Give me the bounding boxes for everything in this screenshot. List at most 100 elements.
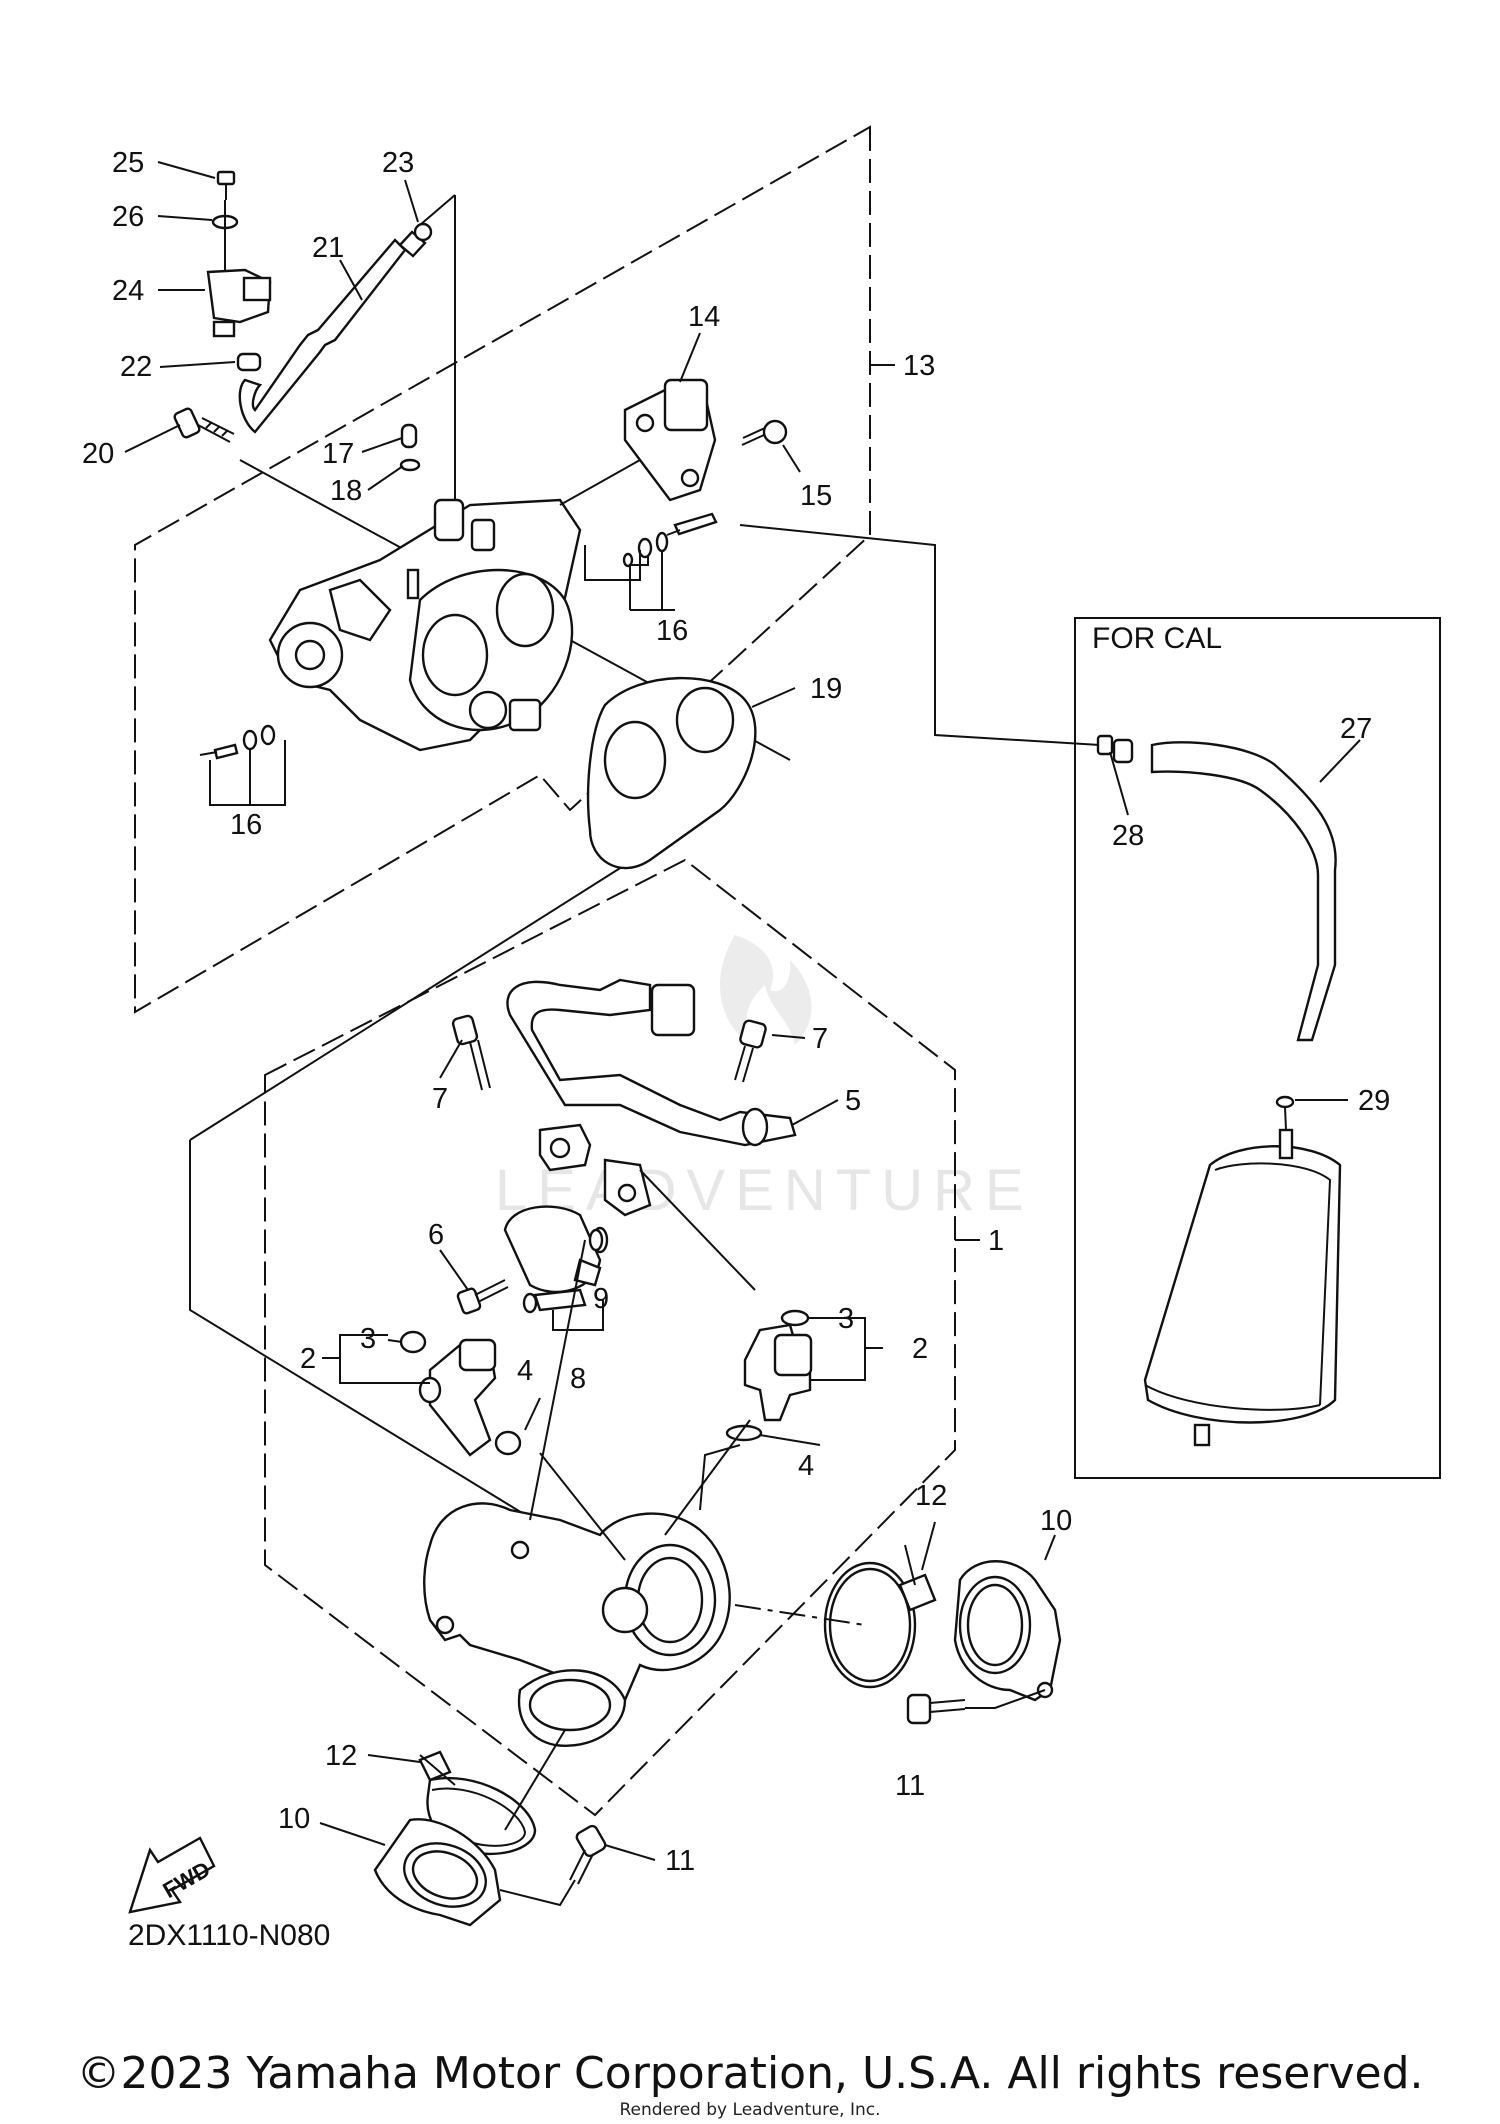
part-8-hose[interactable]: [522, 1288, 604, 1331]
part-7-left-bolt[interactable]: [451, 1014, 491, 1091]
callout-10-right[interactable]: 10: [1040, 1505, 1072, 1537]
callout-6[interactable]: 6: [428, 1219, 444, 1251]
copyright-notice: ©2023 Yamaha Motor Corporation, U.S.A. A…: [76, 2048, 1424, 2099]
right-clamp-axis: [734, 1604, 866, 1626]
part-10-left-joint[interactable]: [373, 1818, 502, 1927]
part-29-clip[interactable]: [1275, 1095, 1295, 1109]
callout-11-right[interactable]: 11: [895, 1770, 925, 1802]
fuel-rail-bracket[interactable]: [538, 1123, 652, 1217]
part-19-gasket[interactable]: [586, 676, 757, 870]
part-15-screw[interactable]: [741, 419, 788, 446]
callout-18[interactable]: 18: [330, 475, 362, 507]
for-cal-title: FOR CAL: [1092, 622, 1222, 655]
callout-26[interactable]: 26: [112, 201, 144, 233]
part-13-throttle-body[interactable]: [268, 498, 582, 752]
assembly-line-a: [189, 1140, 551, 1531]
callout-16-right[interactable]: 16: [656, 615, 688, 647]
callout-13[interactable]: 13: [903, 350, 935, 382]
part-16-right-set[interactable]: [584, 512, 718, 611]
part-28-clip[interactable]: [1096, 734, 1134, 764]
left-injector-leader: [539, 1452, 626, 1561]
part-21-hose[interactable]: [238, 230, 427, 434]
part-5-fuel-hose[interactable]: [506, 978, 797, 1147]
part-14-throttle-position-sensor[interactable]: [559, 378, 717, 506]
part-22-clip[interactable]: [236, 352, 262, 372]
right-oring-leader: [699, 1444, 741, 1511]
leadventure-watermark: LEADVENTURE: [495, 935, 1034, 1223]
flame-logo-icon: [720, 935, 812, 1045]
callout-16-left[interactable]: 16: [230, 809, 262, 841]
callout-leaders: [124, 161, 1361, 1861]
callout-2-left[interactable]: 2: [300, 1343, 316, 1375]
part-10-right-joint[interactable]: [953, 1560, 1062, 1702]
part-3-left-oring[interactable]: [399, 1330, 427, 1354]
callout-12-right[interactable]: 12: [915, 1480, 947, 1512]
watermark-text: LEADVENTURE: [495, 1158, 1034, 1223]
part-20-screw[interactable]: [173, 407, 235, 443]
callout-19[interactable]: 19: [810, 673, 842, 705]
part-17-cap[interactable]: [400, 423, 418, 449]
callout-7-left[interactable]: 7: [432, 1083, 448, 1115]
rendered-by-notice: Rendered by Leadventure, Inc.: [619, 2100, 881, 2120]
part-27-hose[interactable]: [1150, 741, 1337, 1042]
callout-29[interactable]: 29: [1358, 1085, 1390, 1117]
callout-9[interactable]: 9: [593, 1283, 609, 1315]
callout-24[interactable]: 24: [112, 275, 144, 307]
part-23-clip[interactable]: [413, 222, 433, 242]
part-9-oring[interactable]: [588, 1228, 604, 1252]
cal-hose-leader: [739, 524, 1101, 746]
callout-10-left[interactable]: 10: [278, 1803, 310, 1835]
part-25-bolt[interactable]: [216, 170, 236, 200]
part-7-right-bolt[interactable]: [734, 1019, 767, 1083]
part-3-right-oring[interactable]: [780, 1309, 810, 1327]
part-2-left-injector[interactable]: [418, 1338, 497, 1457]
callout-1[interactable]: 1: [988, 1225, 1004, 1257]
callout-3-right[interactable]: 3: [838, 1303, 854, 1335]
part-2-right-injector[interactable]: [743, 1323, 813, 1422]
callout-25[interactable]: 25: [112, 147, 144, 179]
callout-4-right[interactable]: 4: [798, 1450, 814, 1482]
part-6-bolt[interactable]: [456, 1279, 509, 1315]
assembly-line-b: [189, 864, 626, 1141]
part-4-right-oring[interactable]: [725, 1424, 763, 1442]
part-18-clip[interactable]: [399, 458, 421, 472]
part-11-left-bolt[interactable]: [499, 1824, 607, 1907]
callout-27[interactable]: 27: [1340, 713, 1372, 745]
callout-17[interactable]: 17: [322, 438, 354, 470]
callout-11-left[interactable]: 11: [665, 1845, 695, 1877]
intake-manifold[interactable]: [423, 1502, 731, 1747]
part-12-right-clamp[interactable]: [823, 1544, 937, 1689]
charcoal-canister[interactable]: [1143, 1106, 1342, 1447]
part-11-right-bolt[interactable]: [906, 1689, 1046, 1725]
callout-22[interactable]: 22: [120, 351, 152, 383]
callout-labels: 25 26 24 22 21 23 20 17 18 14 13 15 16 1…: [82, 147, 1390, 1877]
part-24-pressure-sensor[interactable]: [206, 268, 272, 338]
for-cal-box: [1074, 617, 1441, 1479]
callout-15[interactable]: 15: [800, 480, 832, 512]
callout-21[interactable]: 21: [312, 232, 344, 264]
callout-28[interactable]: 28: [1112, 820, 1144, 852]
part-4-left-oring[interactable]: [494, 1430, 522, 1456]
callout-2-right[interactable]: 2: [912, 1333, 928, 1365]
right-injector-leader: [664, 1419, 751, 1536]
intake-manifold-group-outline: [264, 858, 956, 1817]
left-clamp-leader: [504, 1729, 566, 1831]
callout-5[interactable]: 5: [845, 1085, 861, 1117]
callout-4-left[interactable]: 4: [517, 1355, 533, 1387]
callout-3-left[interactable]: 3: [360, 1323, 376, 1355]
callout-20[interactable]: 20: [82, 438, 114, 470]
throttle-body-group-outline: [134, 125, 871, 1014]
diagram-code: 2DX1110-N080: [128, 1919, 330, 1952]
callout-23[interactable]: 23: [382, 147, 414, 179]
callout-14[interactable]: 14: [688, 301, 720, 333]
fwd-arrow-icon: FWD: [128, 1836, 216, 1914]
rail-leader-a: [639, 1169, 756, 1291]
callout-8[interactable]: 8: [570, 1363, 586, 1395]
callout-7-right[interactable]: 7: [812, 1023, 828, 1055]
assembly-line-e: [419, 194, 456, 226]
part-16-left-set[interactable]: [199, 724, 286, 806]
callout-12-left[interactable]: 12: [325, 1740, 357, 1772]
regulator-leader: [529, 1239, 586, 1521]
